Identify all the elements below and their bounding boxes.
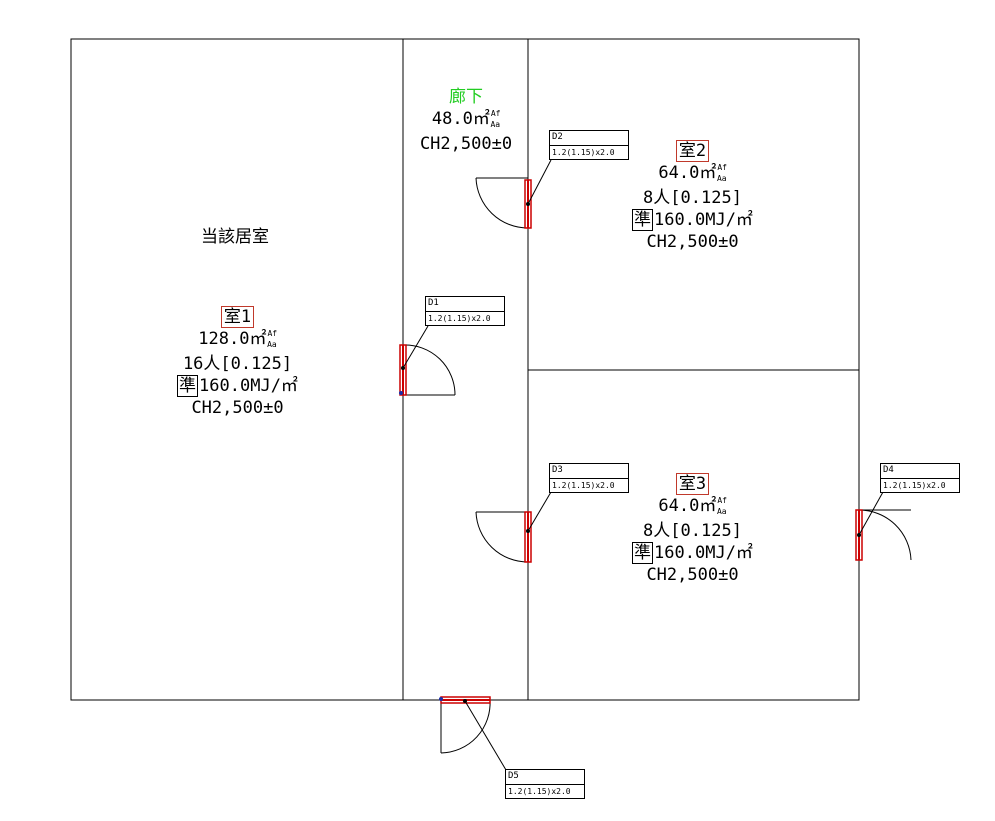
room2-people: 8人[0.125] (643, 188, 742, 208)
door-d2-spec: 1.2(1.15)x2.0 (552, 148, 615, 157)
room2-area: 64.0㎡ (658, 163, 717, 183)
room3-fire-mark: 準 (632, 542, 654, 564)
door-d4-id: D4 (881, 464, 959, 479)
door-d3-tag[interactable]: D3 1.2(1.15)x2.0 (549, 463, 629, 493)
room3-area-sub: Aa (716, 507, 727, 516)
door-d5-spec: 1.2(1.15)x2.0 (508, 787, 571, 796)
room1-area-sup: Af (267, 329, 278, 338)
door-d1-tag[interactable]: D1 1.2(1.15)x2.0 (425, 296, 505, 326)
door-d1-symbol[interactable] (399, 325, 456, 396)
room3-people: 8人[0.125] (643, 521, 742, 541)
room1-area-sub: Aa (267, 340, 277, 349)
door-d5-symbol[interactable] (439, 696, 507, 771)
door-d3-spec: 1.2(1.15)x2.0 (552, 481, 615, 490)
room1-ceiling: CH2,500±0 (191, 398, 284, 418)
door-d3-id: D3 (550, 464, 628, 479)
room1-area-row: 128.0㎡AfAa (170, 328, 305, 353)
room3-area: 64.0㎡ (658, 496, 717, 516)
door-d5-tag[interactable]: D5 1.2(1.15)x2.0 (505, 769, 585, 799)
room2-fire-mark: 準 (632, 209, 654, 231)
corridor-info: 廊下 48.0㎡AfAa CH2,500±0 (405, 86, 527, 155)
room1-fire-load: 160.0MJ/㎡ (199, 376, 298, 396)
room1-people: 16人[0.125] (182, 354, 293, 374)
corridor-ceiling: CH2,500±0 (419, 134, 513, 154)
room2-name: 室2 (675, 140, 710, 162)
main-room-label: 当該居室 (201, 227, 269, 247)
door-d4-spec: 1.2(1.15)x2.0 (883, 481, 946, 490)
room3-ceiling: CH2,500±0 (646, 565, 739, 585)
corridor-area-sup: Af (490, 109, 501, 118)
door-d1-spec: 1.2(1.15)x2.0 (428, 314, 491, 323)
room2-ceiling: CH2,500±0 (646, 232, 739, 252)
door-d4-tag[interactable]: D4 1.2(1.15)x2.0 (880, 463, 960, 493)
room3-name: 室3 (675, 473, 710, 495)
room2-area-sub: Aa (716, 174, 727, 183)
door-d3-symbol[interactable] (475, 491, 552, 563)
door-d2-id: D2 (550, 131, 628, 146)
corridor-name: 廊下 (449, 87, 483, 107)
room1-area: 128.0㎡ (198, 329, 267, 349)
door-d1-id: D1 (426, 297, 504, 312)
room3-fire-load: 160.0MJ/㎡ (654, 543, 753, 563)
door-d5-id: D5 (506, 770, 584, 785)
corridor-area: 48.0㎡ (431, 109, 490, 129)
room3-area-sup: Af (717, 496, 727, 505)
corridor-area-row: 48.0㎡AfAa (405, 108, 527, 133)
door-d4-symbol[interactable] (855, 491, 912, 561)
room1-name: 室1 (220, 306, 255, 328)
room2-area-sup: Af (717, 163, 727, 172)
door-d2-symbol[interactable] (475, 159, 552, 229)
room3-area-row: 64.0㎡AfAa (620, 495, 765, 520)
corridor-area-sub: Aa (490, 120, 501, 129)
room2-area-row: 64.0㎡AfAa (620, 162, 765, 187)
room1-fire-mark: 準 (177, 375, 199, 397)
room2-fire-load: 160.0MJ/㎡ (654, 210, 753, 230)
door-d2-tag[interactable]: D2 1.2(1.15)x2.0 (549, 130, 629, 160)
